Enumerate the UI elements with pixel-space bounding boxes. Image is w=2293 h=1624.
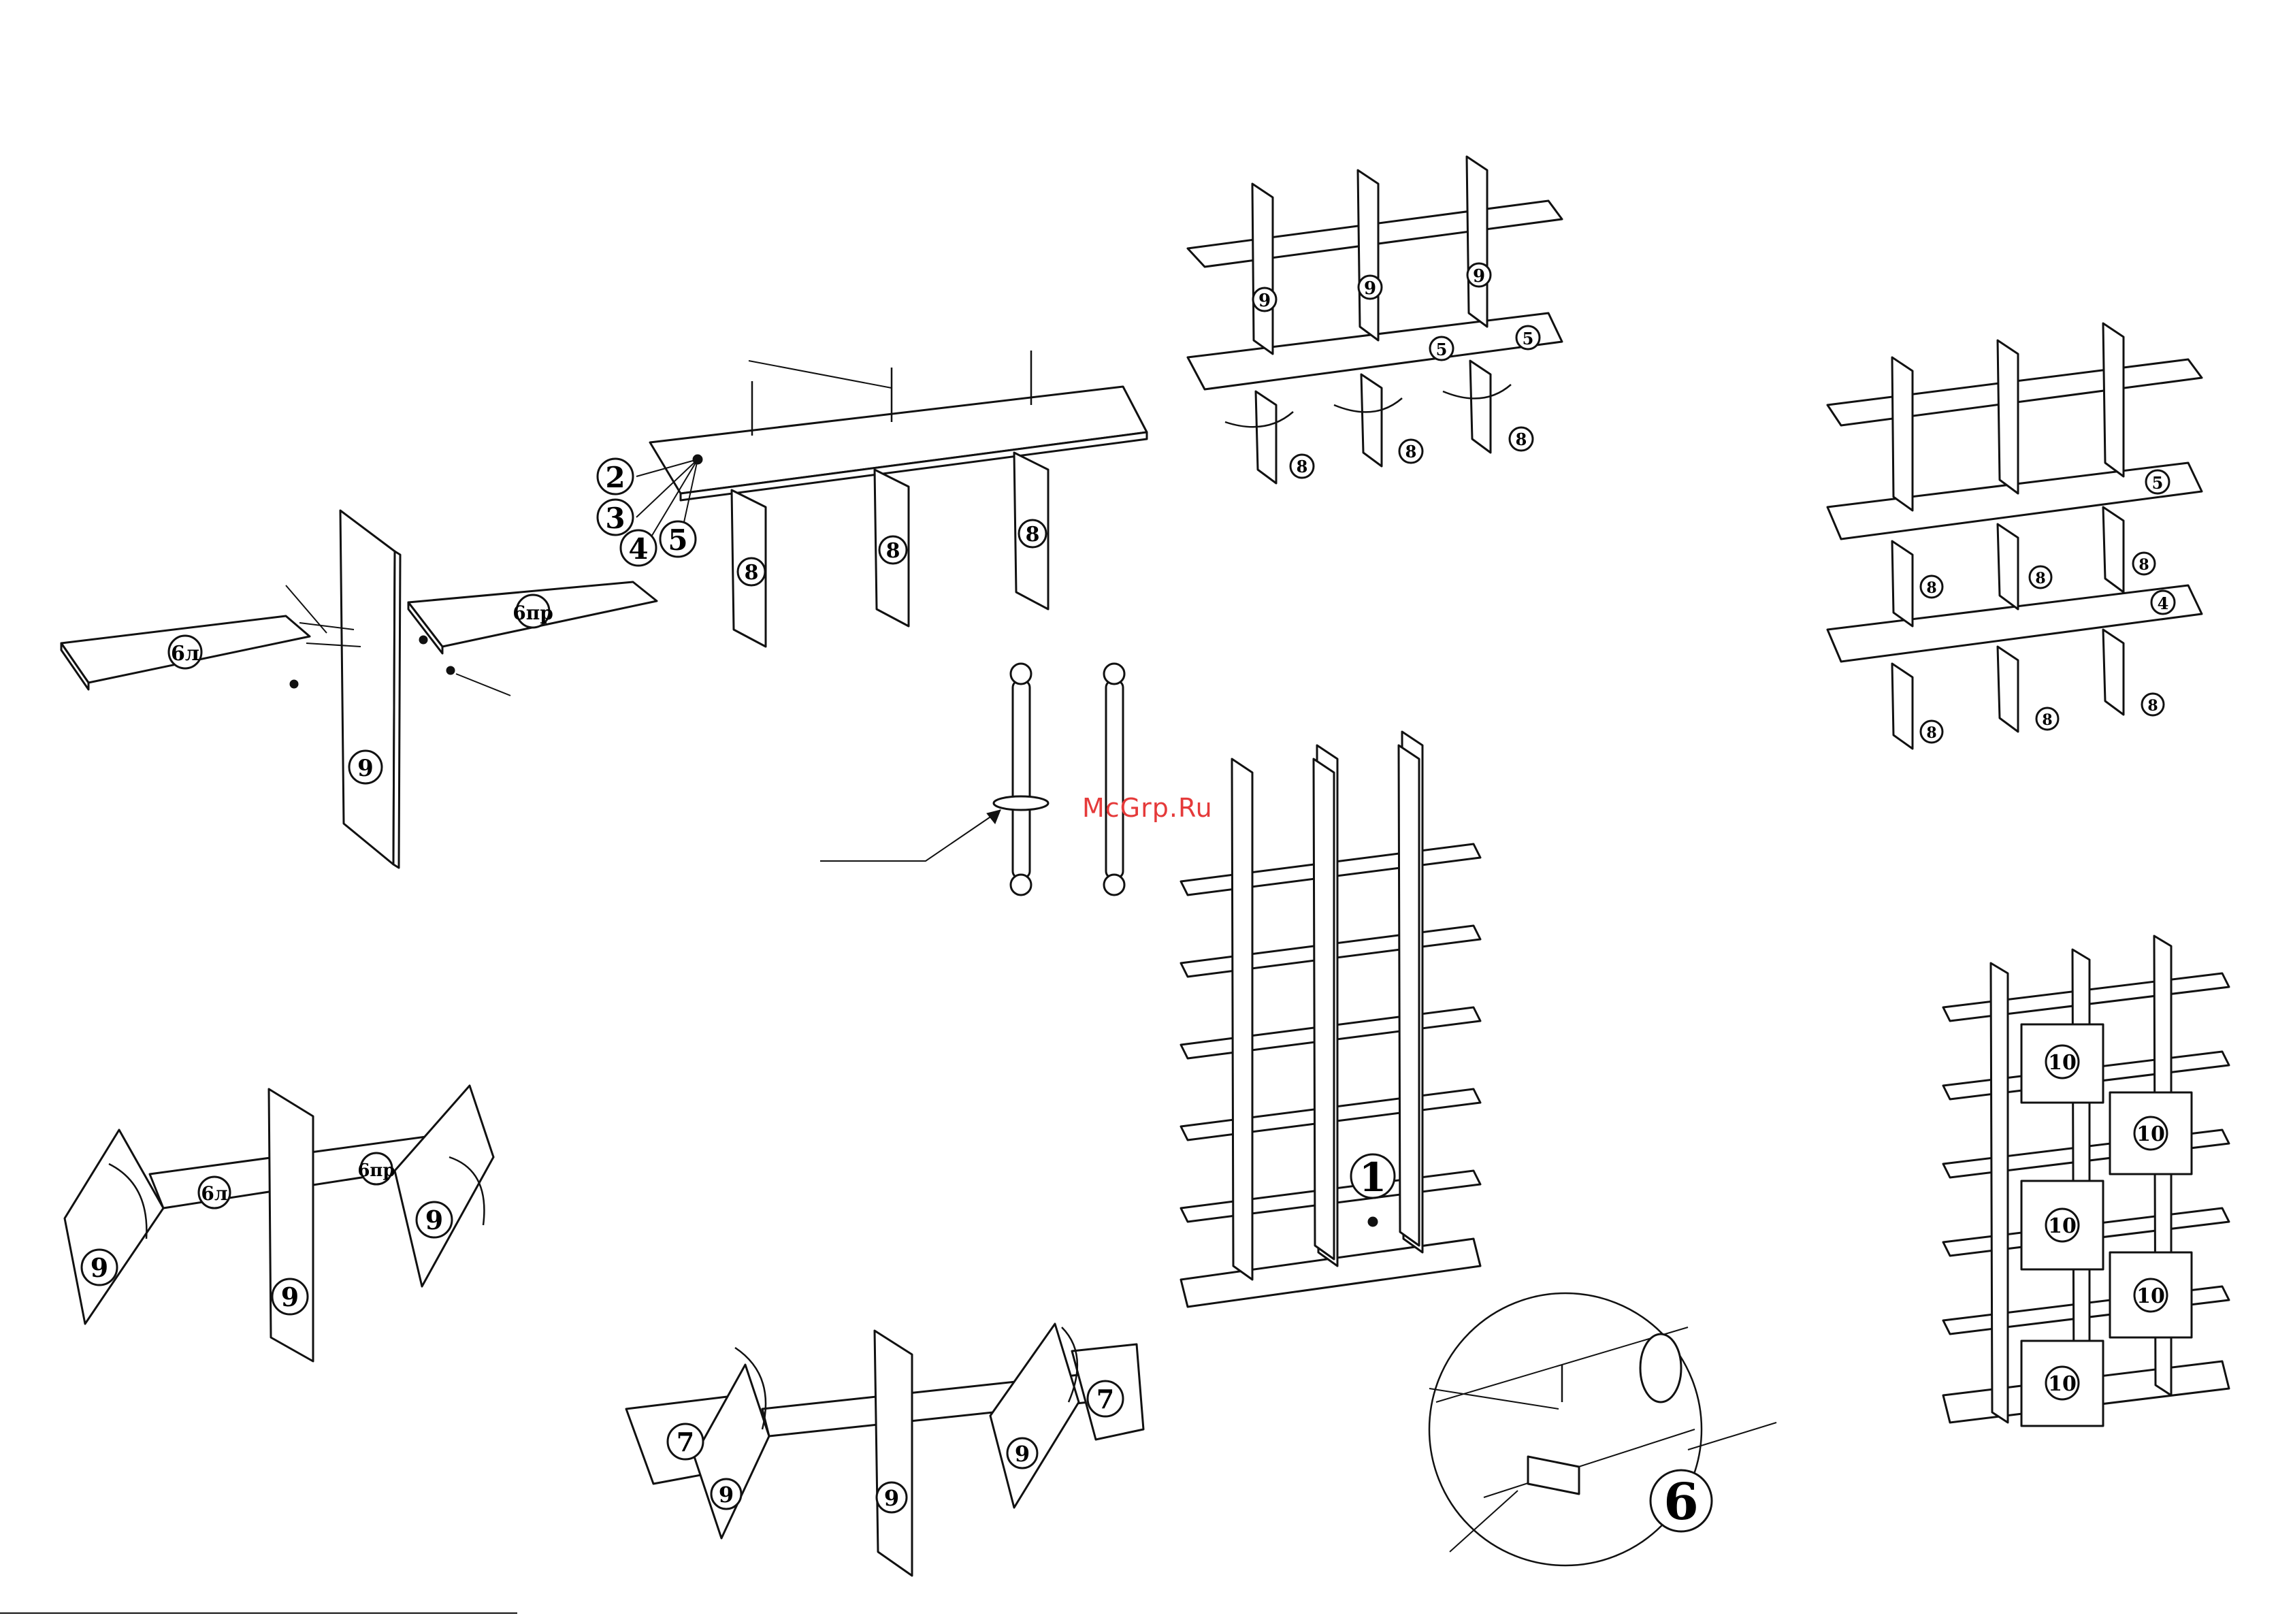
label-8-d2: 8 bbox=[2035, 570, 2045, 587]
label-door-10-3: 10 bbox=[2048, 1214, 2077, 1238]
panel-9-f1 bbox=[65, 1130, 163, 1324]
label-leg-8-c: 8 bbox=[1026, 523, 1040, 547]
label-9-c3: 9 bbox=[1473, 266, 1485, 287]
label-9-f2: 9 bbox=[281, 1282, 299, 1312]
label-leg-8-a: 8 bbox=[745, 561, 759, 585]
label-door-10-5: 10 bbox=[2048, 1372, 2077, 1396]
step-shelf-legs bbox=[636, 351, 1147, 647]
label-4-d: 4 bbox=[2158, 594, 2169, 613]
label-door-10-2: 10 bbox=[2136, 1122, 2165, 1146]
label-leg-8-b: 8 bbox=[886, 539, 900, 563]
step-full-unit bbox=[1181, 732, 1480, 1307]
label-8-d6: 8 bbox=[2147, 697, 2158, 715]
label-door-10-4: 10 bbox=[2136, 1284, 2165, 1308]
step-rows-top bbox=[1188, 157, 1562, 483]
label-part-9: 9 bbox=[357, 755, 374, 782]
label-9-f1: 9 bbox=[91, 1252, 108, 1283]
panel-9-c2 bbox=[1358, 170, 1378, 340]
label-door-10-1: 10 bbox=[2048, 1051, 2077, 1075]
label-7-right: 7 bbox=[1096, 1384, 1114, 1414]
label-9-g2: 9 bbox=[884, 1485, 899, 1511]
panel-9-g bbox=[875, 1331, 912, 1576]
label-7-left: 7 bbox=[677, 1427, 694, 1457]
label-part-5: 5 bbox=[668, 523, 687, 557]
step-panels-7 bbox=[626, 1324, 1143, 1576]
label-9-g1: 9 bbox=[719, 1482, 734, 1508]
watermark: McGrp.Ru bbox=[1082, 793, 1213, 823]
label-part-1: 1 bbox=[1359, 1154, 1386, 1201]
panel-9-a bbox=[340, 510, 395, 864]
detail-circle bbox=[1429, 1293, 1776, 1565]
panel-9-f2 bbox=[269, 1089, 313, 1361]
label-6l-f: 6л bbox=[201, 1182, 227, 1205]
label-9-c1: 9 bbox=[1258, 291, 1271, 311]
step-doors bbox=[1943, 936, 2229, 1426]
label-8-d3: 8 bbox=[2138, 556, 2149, 574]
label-part-6l: 6л bbox=[171, 642, 199, 666]
label-8-d4: 8 bbox=[1926, 724, 1936, 742]
label-8-d1: 8 bbox=[1926, 579, 1936, 597]
label-8-d5: 8 bbox=[2042, 711, 2052, 729]
step-rows-right bbox=[1827, 323, 2202, 749]
panel-9-c1 bbox=[1252, 184, 1273, 354]
label-part-6pr: 6пр bbox=[513, 602, 553, 624]
panel-9-c3 bbox=[1467, 157, 1487, 327]
shelf-top-b bbox=[650, 387, 1147, 493]
panel-9-f3 bbox=[395, 1086, 493, 1286]
label-part-6: 6 bbox=[1663, 1473, 1699, 1531]
label-part-4: 4 bbox=[628, 532, 648, 566]
label-6pr-f: 6пр bbox=[357, 1160, 395, 1181]
label-5-c2: 5 bbox=[1523, 329, 1534, 348]
label-9-c2: 9 bbox=[1364, 278, 1376, 299]
step-side-shelves bbox=[61, 510, 657, 868]
label-9-f3: 9 bbox=[425, 1205, 443, 1235]
label-9-g3: 9 bbox=[1015, 1441, 1030, 1467]
connector-detail bbox=[820, 664, 1124, 895]
label-8-c3: 8 bbox=[1516, 429, 1527, 449]
label-5-d: 5 bbox=[2152, 473, 2164, 493]
label-part-2: 2 bbox=[605, 461, 625, 494]
label-8-c2: 8 bbox=[1405, 442, 1417, 461]
label-5-c1: 5 bbox=[1436, 340, 1448, 359]
label-8-c1: 8 bbox=[1297, 457, 1308, 476]
callouts: 2 3 4 5 6л 6пр 8 9 8 8 8 9 9 9 5 5 8 8 8 bbox=[82, 263, 2175, 1531]
label-part-3: 3 bbox=[605, 502, 625, 535]
